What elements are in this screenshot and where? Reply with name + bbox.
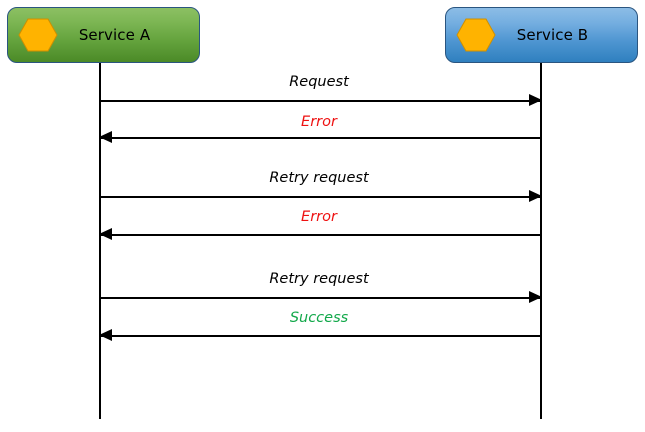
participant-label-service-a: Service A xyxy=(78,26,151,44)
message-line-retry-request-2 xyxy=(99,297,541,299)
message-label-request-1: Request xyxy=(289,74,349,90)
arrow-head-right-icon xyxy=(529,190,542,202)
message-line-error-1 xyxy=(99,137,541,139)
participant-label-service-b: Service B xyxy=(516,26,589,44)
message-line-error-2 xyxy=(99,234,541,236)
lifeline-service-a xyxy=(99,63,101,419)
message-line-retry-request-1 xyxy=(99,196,541,198)
message-line-success xyxy=(99,335,541,337)
message-label-retry-request-2: Retry request xyxy=(269,271,369,287)
message-label-retry-request-1: Retry request xyxy=(269,170,369,186)
message-label-error-1: Error xyxy=(301,114,337,130)
arrow-head-right-icon xyxy=(529,291,542,303)
arrow-head-left-icon xyxy=(99,329,112,341)
participant-service-a[interactable]: Service A xyxy=(7,7,200,63)
message-label-success: Success xyxy=(289,310,349,326)
message-line-request-1 xyxy=(99,100,541,102)
lifeline-service-b xyxy=(540,63,542,419)
hexagon-icon xyxy=(18,15,58,55)
arrow-head-right-icon xyxy=(529,94,542,106)
arrow-head-left-icon xyxy=(99,228,112,240)
participant-service-b[interactable]: Service B xyxy=(445,7,638,63)
hexagon-icon xyxy=(456,15,496,55)
message-label-error-2: Error xyxy=(301,209,337,225)
arrow-head-left-icon xyxy=(99,131,112,143)
